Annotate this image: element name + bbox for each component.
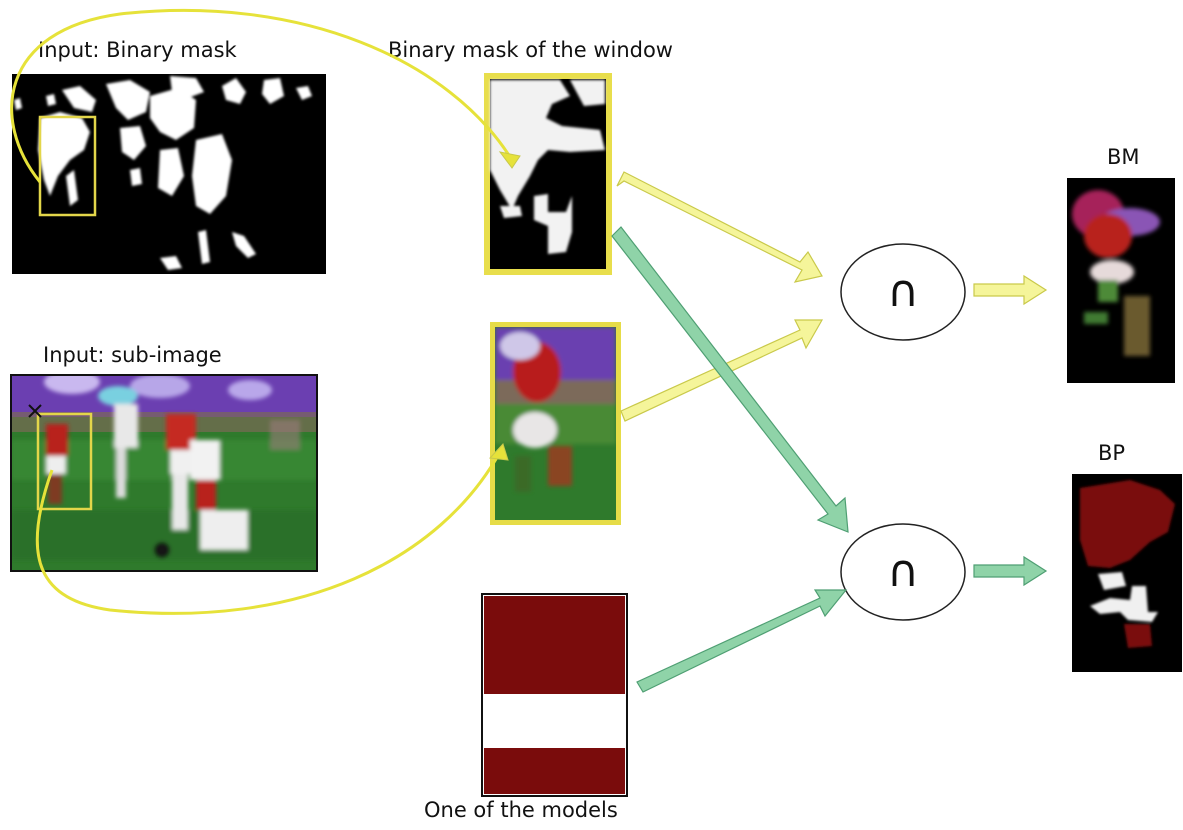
window-binary-mask-image xyxy=(484,73,612,275)
bm-result-image xyxy=(1067,178,1175,383)
bp-result-image xyxy=(1072,474,1182,672)
intersection-node-bottom: ∩ xyxy=(840,523,966,621)
label-input-sub-image: Input: sub-image xyxy=(43,343,222,367)
arrow-window-mask-to-bottom-intersection xyxy=(611,226,849,533)
arrow-bottom-intersection-to-bp xyxy=(973,555,1048,587)
arrow-window-mask-to-top-intersection xyxy=(616,171,823,283)
arrow-top-intersection-to-bm xyxy=(973,274,1048,306)
intersection-symbol-bottom: ∩ xyxy=(887,546,919,597)
label-input-binary-mask: Input: Binary mask xyxy=(38,38,237,62)
intersection-symbol-top: ∩ xyxy=(887,266,919,317)
window-sub-image xyxy=(490,322,621,525)
curve-arrow-subimage-to-window xyxy=(35,443,509,615)
model-image xyxy=(481,593,628,797)
intersection-node-top: ∩ xyxy=(840,243,966,341)
curve-arrow-mask-to-window xyxy=(10,8,521,183)
label-one-of-models: One of the models xyxy=(424,798,618,822)
label-bp: BP xyxy=(1098,441,1126,465)
label-bm: BM xyxy=(1107,145,1140,169)
input-binary-mask-image xyxy=(12,74,326,274)
input-sub-image xyxy=(10,374,318,572)
label-window-binary-mask: Binary mask of the window xyxy=(388,38,673,62)
arrow-model-to-bottom-intersection xyxy=(636,589,848,693)
